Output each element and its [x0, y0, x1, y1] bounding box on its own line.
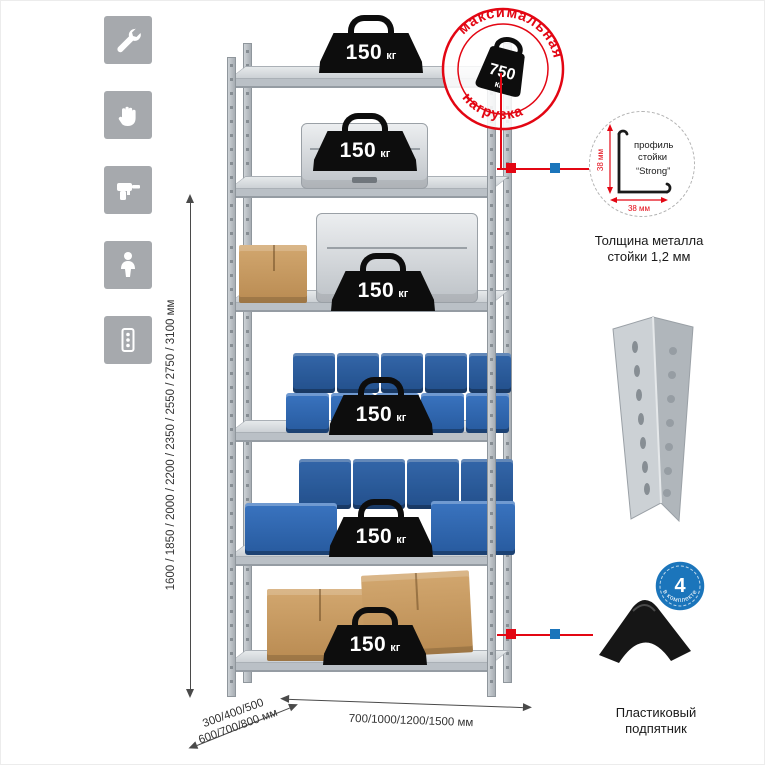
load-unit: кг [398, 288, 409, 300]
profile-label-1: профиль [634, 140, 673, 151]
load-unit: кг [396, 534, 407, 546]
stamp-weight-icon [475, 46, 525, 97]
load-value: 150 [345, 41, 383, 64]
load-unit: кг [386, 50, 397, 62]
foot-caption: Пластиковый подпятник [576, 705, 736, 738]
profile-holes-icon [104, 316, 152, 364]
storage-bin-large [431, 501, 515, 555]
profile-callout-line [497, 168, 589, 170]
stamp-unit: кг [494, 79, 505, 91]
profile-caption-line-2: стойки 1,2 мм [607, 249, 691, 265]
drill-icon [104, 166, 152, 214]
plastic-foot-image [593, 593, 698, 678]
kit-count-badge: 4 в комплекте [653, 559, 707, 618]
corner-post-image [601, 313, 706, 530]
shelf-edge [229, 557, 493, 566]
post-highlight-line [500, 73, 502, 169]
blue-marker [550, 163, 560, 173]
storage-bin-large [299, 459, 351, 509]
profile-label-3: “Strong” [636, 166, 670, 177]
profile-caption-line-1: Толщина металла [594, 233, 704, 248]
storage-bin [293, 353, 335, 393]
weight-handle-icon [360, 253, 406, 275]
weight-handle-icon [348, 15, 394, 37]
storage-bin-large [245, 503, 337, 555]
load-value: 150 [355, 403, 393, 426]
load-unit: кг [396, 412, 407, 424]
profile-caption: Толщина металла стойки 1,2 мм [564, 233, 734, 266]
height-dimension-line [186, 194, 194, 698]
shelf-edge [229, 79, 493, 88]
storage-bin [286, 393, 329, 433]
stamp-value: 750 [487, 61, 517, 84]
weight-handle-icon [342, 113, 388, 135]
load-value: 150 [355, 525, 393, 548]
shelf-edge [229, 663, 493, 672]
weight-handle-icon [352, 607, 398, 629]
angle-profile-drawing [617, 129, 672, 194]
weight-handle-icon [358, 377, 404, 399]
load-value: 150 [357, 279, 395, 302]
glove-icon [104, 91, 152, 139]
cardboard-box [239, 245, 307, 303]
red-marker [506, 163, 516, 173]
shelf-edge [229, 189, 493, 198]
load-unit: кг [380, 148, 391, 160]
foot-caption-line-1: Пластиковый [615, 705, 697, 720]
shelf-edge [229, 433, 493, 442]
red-marker [506, 629, 516, 639]
wrench-icon [104, 16, 152, 64]
load-value: 150 [339, 139, 377, 162]
height-dimension-label: 1600 / 1850 / 2000 / 2200 / 2350 / 2550 … [165, 299, 177, 591]
width-dimension-line [289, 698, 523, 709]
blue-marker [550, 629, 560, 639]
storage-bin [425, 353, 467, 393]
profile-dim-vertical: 38 мм [596, 149, 605, 171]
rack-front-right-post [487, 57, 496, 697]
profile-dim-horizontal: 38 мм [628, 204, 650, 213]
rack-front-left-post [227, 57, 236, 697]
person-icon [104, 241, 152, 289]
max-load-stamp: максимальная нагрузка 750 кг [425, 1, 582, 147]
profile-detail-circle: 38 мм 38 мм профиль стойки “Strong” [589, 111, 695, 217]
rack-rear-left-post [243, 43, 252, 683]
kit-count-value: 4 [674, 575, 686, 597]
storage-bin-large [407, 459, 459, 509]
weight-handle-icon [358, 499, 404, 521]
foot-callout-line [497, 634, 593, 636]
width-dimension-label: 700/1000/1200/1500 мм [348, 712, 474, 730]
foot-caption-line-2: подпятник [625, 721, 687, 737]
load-value: 150 [349, 633, 387, 656]
load-unit: кг [390, 642, 401, 654]
profile-label-2: стойки [638, 152, 667, 163]
